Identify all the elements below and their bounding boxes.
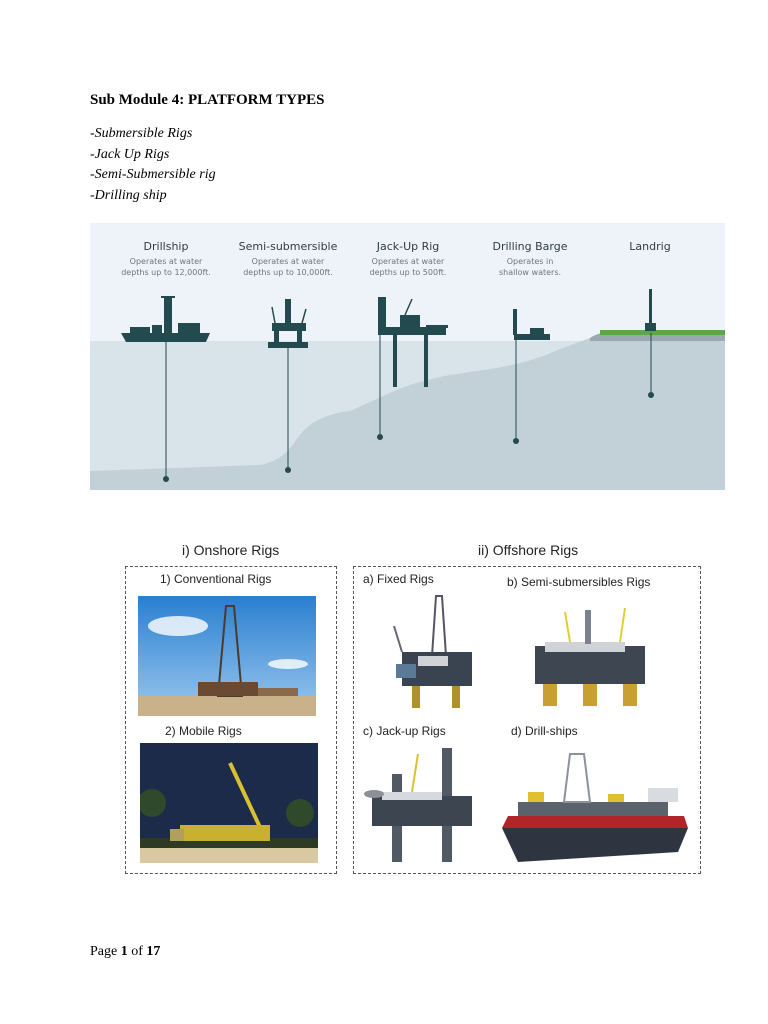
rig-desc-drillship: Operates at water <box>130 257 203 266</box>
onshore-title: i) Onshore Rigs <box>182 542 280 558</box>
onshore-box <box>125 566 337 874</box>
mobile-rig-photo <box>140 743 318 863</box>
semi-submersibles-rigs-label: b) Semi-submersibles Rigs <box>507 575 651 589</box>
land-grass <box>600 330 725 335</box>
rig-title-landrig: Landrig <box>629 240 670 253</box>
list-item: -Jack Up Rigs <box>90 146 170 162</box>
conventional-rig-photo <box>138 596 316 716</box>
semi-submersible-icon <box>268 299 308 348</box>
rig-desc-semisub: depths up to 10,000ft. <box>243 268 333 277</box>
rig-desc-semisub: Operates at water <box>252 257 325 266</box>
list-item: -Submersible Rigs <box>90 126 193 141</box>
fixed-rig-image <box>382 586 480 714</box>
drillship-icon <box>121 296 210 342</box>
jack-up-rigs-label: c) Jack-up Rigs <box>363 724 446 738</box>
rig-desc-jackup: Operates at water <box>372 257 445 266</box>
drill-bit <box>163 476 169 482</box>
fixed-rigs-label: a) Fixed Rigs <box>363 572 434 586</box>
page-footer: Page 1 of 17 <box>90 944 160 960</box>
jack-up-rig-icon <box>378 297 448 387</box>
footer-prefix: Page <box>90 944 121 959</box>
rig-type-list: -Submersible Rigs -Jack Up Rigs -Semi-Su… <box>90 124 216 206</box>
list-item: -Semi-Submersible rig <box>90 167 216 182</box>
drill-bit <box>648 392 654 398</box>
drill-bit <box>513 438 519 444</box>
rig-desc-drillship: depths up to 12,000ft. <box>121 268 211 277</box>
semi-submersible-rig-image <box>525 590 655 714</box>
rig-desc-barge: Operates in <box>507 257 554 266</box>
rig-title-drillship: Drillship <box>144 240 189 253</box>
seabed <box>90 338 725 490</box>
page-heading: Sub Module 4: PLATFORM TYPES <box>90 92 325 108</box>
rig-title-semisub: Semi-submersible <box>239 240 338 253</box>
rig-title-jackup: Jack-Up Rig <box>376 240 440 253</box>
rig-classification-figure: i) Onshore Rigs ii) Offshore Rigs 1) Con… <box>120 538 710 878</box>
jack-up-rig-image <box>362 744 482 864</box>
drill-ships-label: d) Drill-ships <box>511 724 578 738</box>
footer-separator: of <box>127 944 147 959</box>
rig-desc-jackup: depths up to 500ft. <box>370 268 447 277</box>
drill-bit <box>285 467 291 473</box>
rig-title-barge: Drilling Barge <box>492 240 567 253</box>
landrig-icon <box>645 289 656 331</box>
total-pages: 17 <box>146 944 161 959</box>
drilling-barge-icon <box>513 309 550 340</box>
drill-ship-image <box>498 744 693 864</box>
offshore-title: ii) Offshore Rigs <box>478 542 579 558</box>
list-item: -Drilling ship <box>90 187 167 203</box>
rig-desc-barge: shallow waters. <box>499 268 561 277</box>
offshore-box <box>353 566 701 874</box>
current-page-number: 1 <box>120 944 128 959</box>
rig-types-illustration: Drillship Operates at water depths up to… <box>90 223 725 490</box>
drill-bit <box>377 434 383 440</box>
conventional-rigs-label: 1) Conventional Rigs <box>160 572 272 586</box>
mobile-rigs-label: 2) Mobile Rigs <box>165 724 242 738</box>
